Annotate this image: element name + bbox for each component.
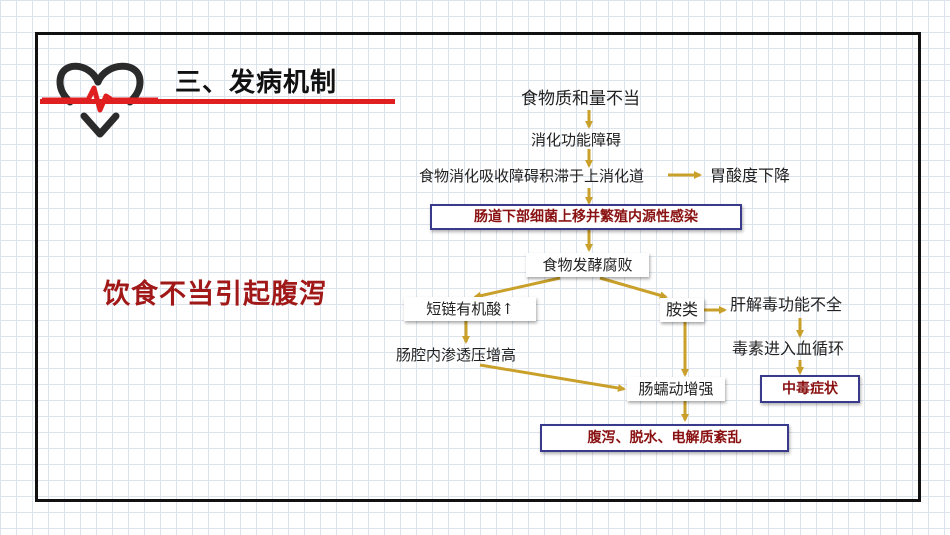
node-stomach-acid-drop: 胃酸度下降 [710, 166, 791, 185]
page-title: 三、发病机制 [175, 68, 338, 98]
title-underline [40, 99, 395, 104]
node-peristalsis: 肠蠕动增强 [627, 377, 725, 401]
node-toxin-circulation: 毒素进入血循环 [732, 339, 845, 358]
slide-frame [35, 32, 921, 502]
section-subtitle: 饮食不当引起腹泻 [103, 279, 327, 310]
node-improper-food: 食物质和量不当 [521, 89, 640, 109]
node-food-retention: 食物消化吸收障碍积滞于上消化道 [419, 167, 645, 185]
node-poisoning-symptoms: 中毒症状 [760, 375, 860, 403]
node-digestive-dysfunction: 消化功能障碍 [531, 131, 622, 149]
node-amines: 胺类 [660, 298, 704, 322]
node-liver-detox: 肝解毒功能不全 [730, 295, 843, 314]
node-diarrhea-outcome: 腹泻、脱水、电解质紊乱 [540, 424, 789, 452]
node-bacterial-infection: 肠道下部细菌上移并繁殖内源性感染 [430, 204, 742, 230]
node-osmotic-pressure: 肠腔内渗透压增高 [396, 346, 517, 364]
node-short-chain-acid: 短链有机酸↑ [404, 297, 536, 321]
node-fermentation: 食物发酵腐败 [526, 253, 649, 277]
